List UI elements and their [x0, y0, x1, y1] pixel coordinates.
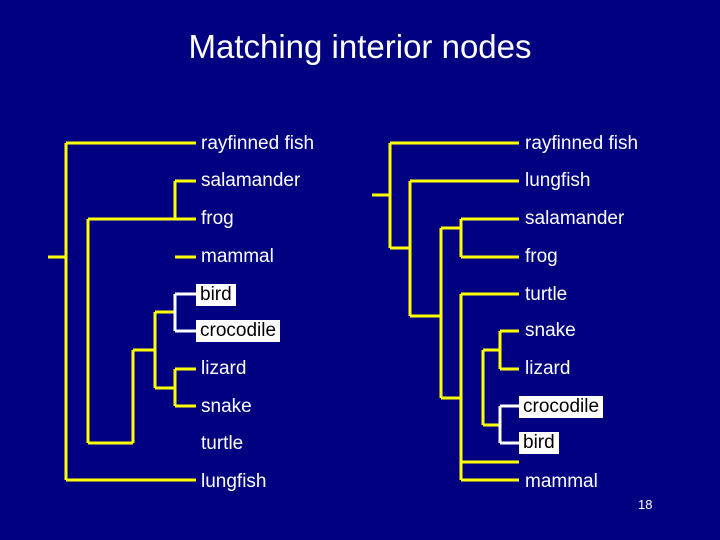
left-leaf-6-highlighted: crocodile [196, 320, 281, 342]
right-tree [372, 141, 519, 482]
right-leaf-5: turtle [525, 284, 568, 305]
left-leaf-9: turtle [201, 433, 244, 454]
right-leaf-1: rayfinned fish [525, 133, 639, 154]
right-leaf-3: salamander [525, 208, 625, 229]
left-leaf-7: lizard [201, 358, 247, 379]
right-leaf-9-highlighted: bird [519, 432, 559, 454]
right-leaf-7: lizard [525, 358, 571, 379]
right-leaf-8-highlighted: crocodile [519, 396, 604, 418]
slide-number: 18 [638, 497, 653, 512]
right-leaf-6: snake [525, 320, 576, 341]
right-leaf-2: lungfish [525, 170, 591, 191]
left-leaf-5-highlighted: bird [196, 284, 236, 306]
left-leaf-1: rayfinned fish [201, 133, 315, 154]
left-leaf-10: lungfish [201, 471, 267, 492]
right-leaf-10: mammal [525, 471, 598, 492]
left-tree-highlight-node [173, 292, 196, 333]
left-tree [48, 141, 196, 482]
right-leaf-4: frog [525, 246, 558, 267]
right-tree-highlight-node [498, 404, 519, 445]
left-leaf-4: mammal [201, 246, 274, 267]
slide-title: Matching interior nodes [188, 28, 532, 65]
left-leaf-2: salamander [201, 170, 301, 191]
left-leaf-3: frog [201, 208, 234, 229]
left-leaf-8: snake [201, 396, 252, 417]
